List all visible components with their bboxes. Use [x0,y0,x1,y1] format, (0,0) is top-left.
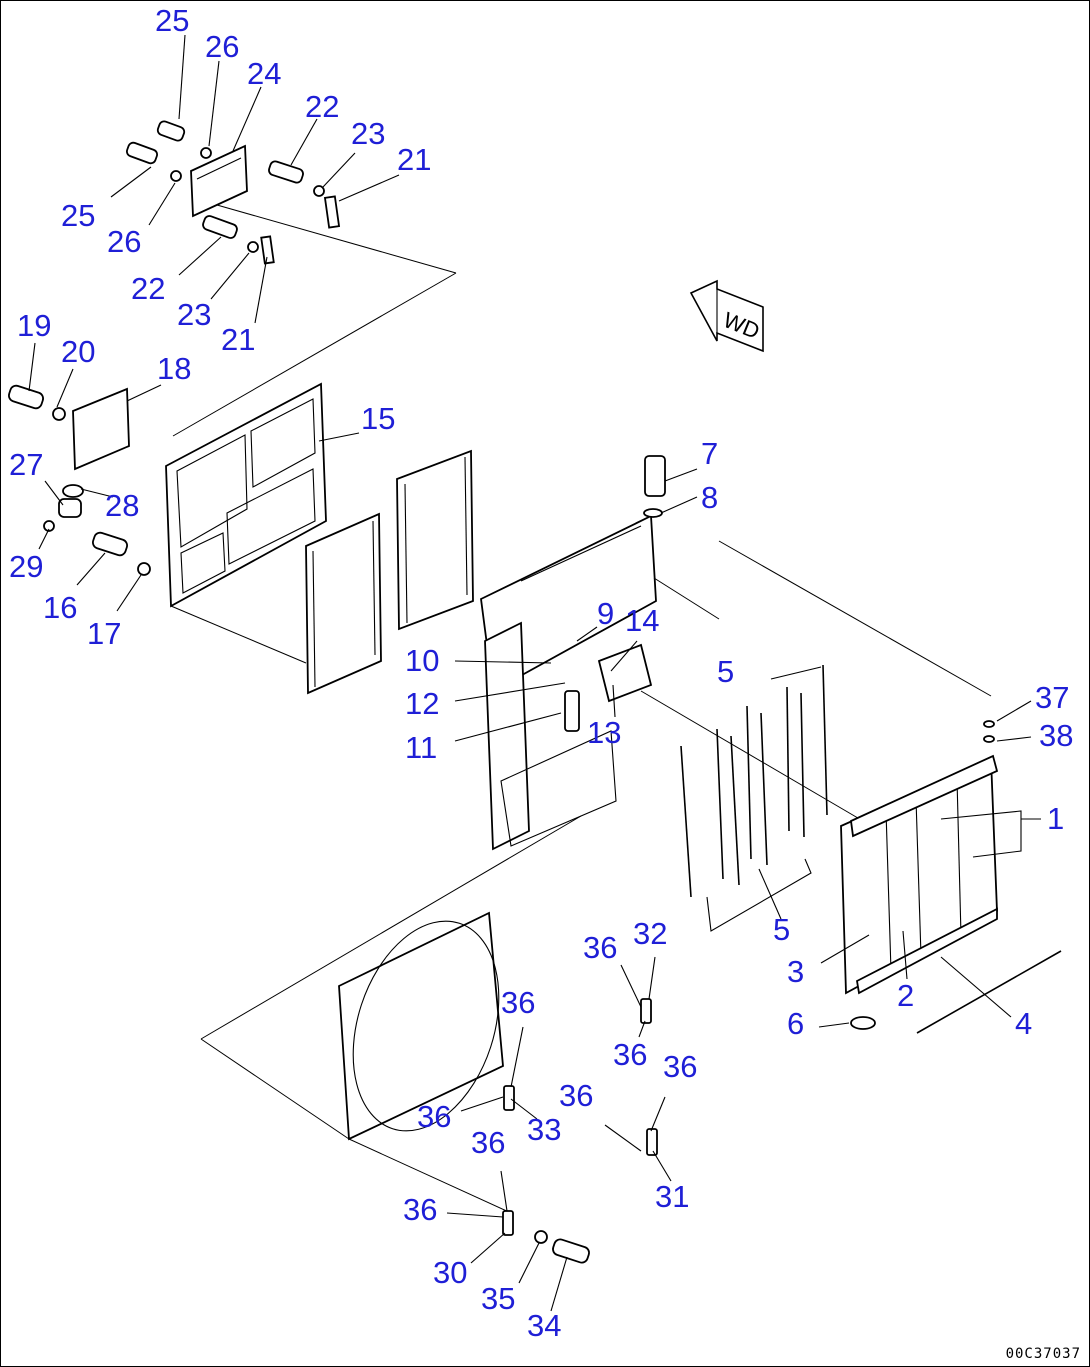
callout-25: 25 [155,3,190,38]
left-bracket-assembly [8,384,151,576]
callout-6: 6 [787,1006,805,1041]
callout-2: 2 [897,978,915,1013]
callout-26: 26 [205,29,240,64]
callout-22: 22 [305,89,340,124]
callout-32: 32 [633,916,668,951]
top-bracket-assembly [126,120,457,437]
main-radiator [840,720,1062,1034]
callout-33: 33 [527,1112,562,1147]
callout-12: 12 [405,686,440,721]
callout-13: 13 [587,715,622,750]
callout-36: 36 [583,930,618,965]
callout-23: 23 [351,116,386,151]
callout-36: 36 [559,1078,594,1113]
callout-36: 36 [471,1125,506,1160]
callout-25: 25 [61,198,96,233]
callout-36: 36 [663,1049,698,1084]
callout-36: 36 [613,1037,648,1072]
callout-30: 30 [433,1255,468,1290]
document-code: 00C37037 [1005,1346,1081,1362]
radiator-cores [305,449,474,695]
callout-21: 21 [221,322,256,357]
callout-27: 27 [9,447,44,482]
callout-20: 20 [61,334,96,369]
callout-9: 9 [597,596,615,631]
callout-7: 7 [701,436,719,471]
callout-3: 3 [787,954,805,989]
small-brackets [502,998,658,1264]
callout-36: 36 [417,1099,452,1134]
callout-23: 23 [177,297,212,332]
direction-arrow-marker [689,279,764,353]
callout-26: 26 [107,224,142,259]
callout-4: 4 [1015,1006,1033,1041]
oil-cooler-tubes [640,664,864,932]
callout-19: 19 [17,308,52,343]
leader-lines [28,34,1041,1312]
callout-38: 38 [1039,718,1074,753]
callout-29: 29 [9,549,44,584]
callout-22: 22 [131,271,166,306]
callout-11: 11 [405,730,438,765]
callout-14: 14 [625,603,660,638]
callout-5: 5 [717,654,735,689]
center-support-frame [480,455,992,851]
fan-shroud [200,815,582,1214]
callout-18: 18 [157,351,192,386]
callout-34: 34 [527,1308,562,1343]
callout-1: 1 [1047,801,1065,836]
callout-37: 37 [1035,680,1070,715]
callout-17: 17 [87,616,122,651]
callout-10: 10 [405,643,440,678]
callout-5: 5 [773,912,791,947]
callout-16: 16 [43,590,78,625]
callout-31: 31 [655,1179,690,1214]
callout-36: 36 [403,1192,438,1227]
callout-24: 24 [247,56,282,91]
callout-36: 36 [501,985,536,1020]
callout-21: 21 [397,142,432,177]
callout-15: 15 [361,401,396,436]
shroud-frame [165,382,327,664]
callout-35: 35 [481,1281,516,1316]
callout-8: 8 [701,480,719,515]
callout-28: 28 [105,488,140,523]
